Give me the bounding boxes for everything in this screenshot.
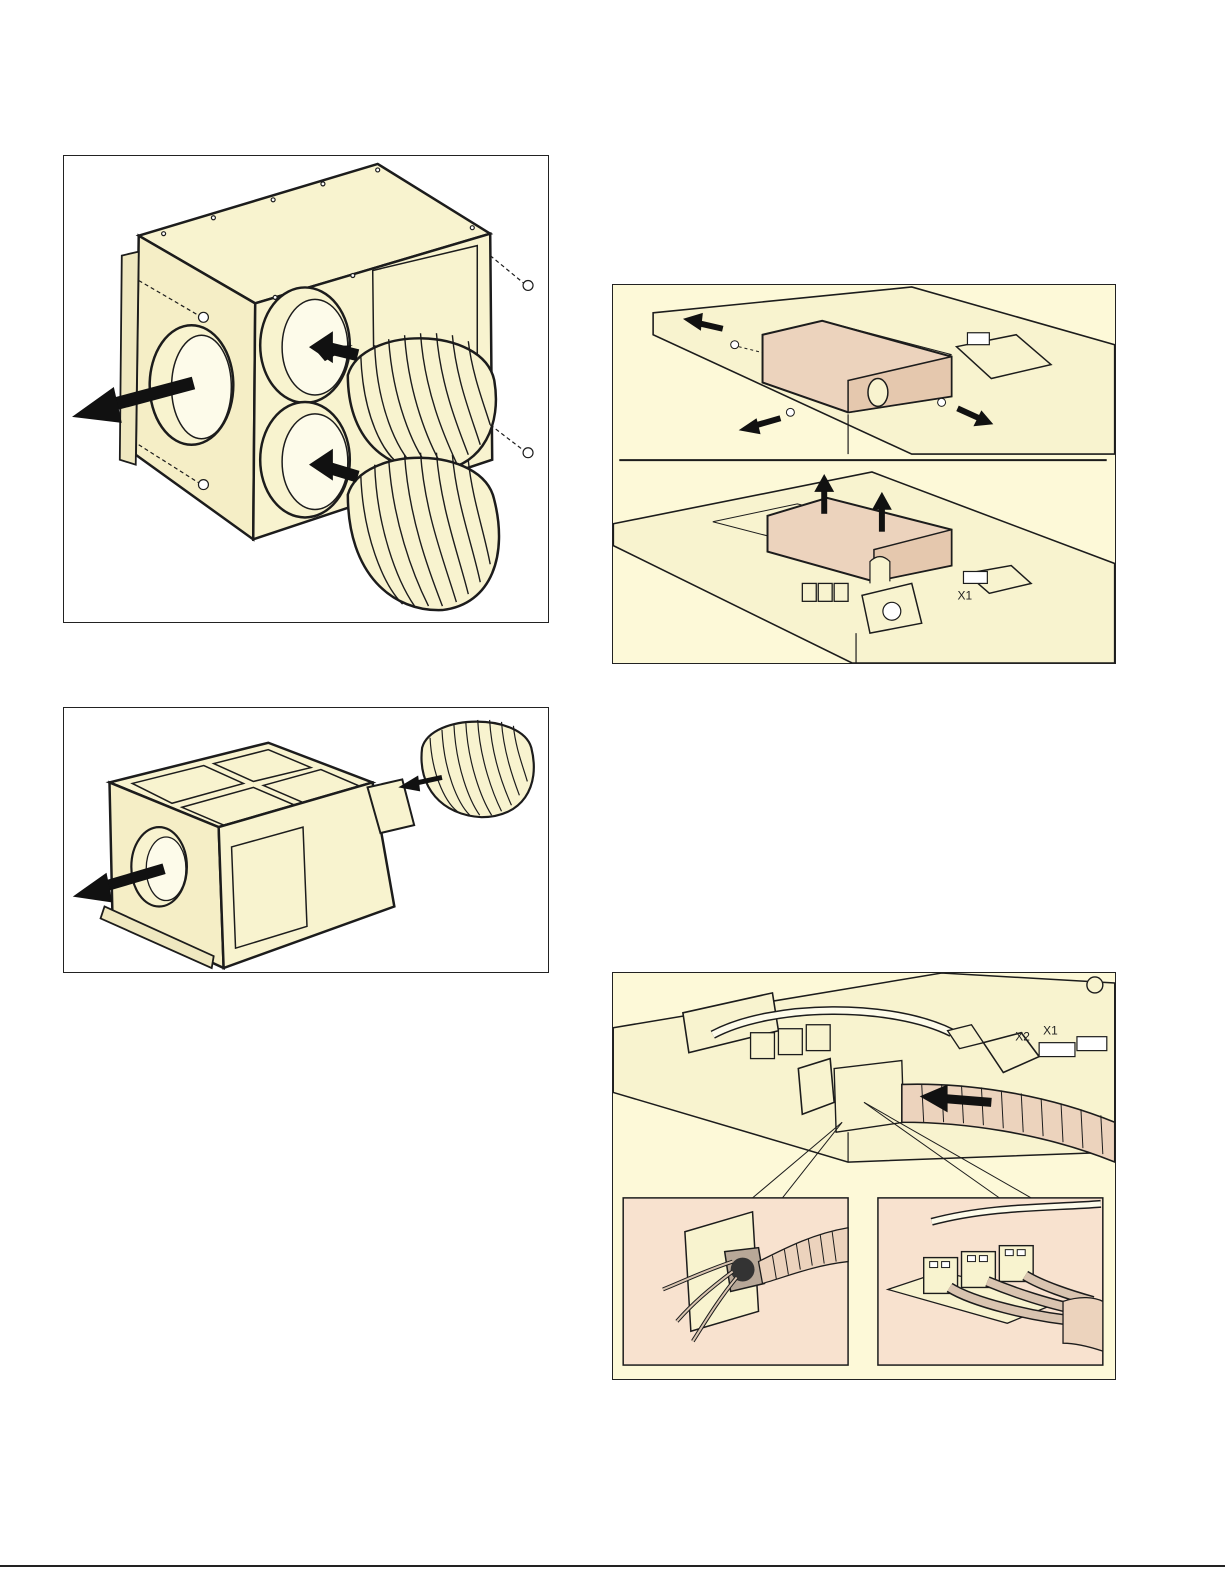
cable-gland-hole [868,379,888,407]
figure-heater-box-single-intake [63,707,549,973]
illustration-remove-electrical-cover: X1 [613,285,1115,663]
figure-heater-box-dual-intake [63,155,549,623]
terminal-label-x1: X1 [1043,1024,1058,1038]
flexible-hose-lower [348,453,499,610]
step-lift-cover: X1 [613,472,1114,663]
terminal-label-x1: X1 [958,588,973,602]
mounting-bracket [120,252,139,465]
illustration-heater-box-dual-intake [64,156,548,622]
step-loosen-screws [653,287,1115,454]
flexible-hose [421,720,533,817]
screw-front [786,408,794,416]
illustration-heater-box-single-intake [64,708,548,972]
detail-inset-cable-gland [623,1198,848,1365]
terminal-blocks [802,583,848,601]
terminal-label-x2: X2 [1015,1030,1030,1044]
figure-cable-routing: X2 X1 [612,972,1116,1380]
main-view: X2 X1 [613,973,1115,1162]
page-footer-rule [0,1565,1225,1567]
illustration-cable-routing: X2 X1 [613,973,1115,1379]
screw-left [731,341,739,349]
figure-remove-electrical-cover: X1 [612,284,1116,664]
detail-inset-terminal-connection [878,1198,1103,1365]
arrow-insert-conduit [942,1098,992,1102]
screw-right [938,398,946,406]
